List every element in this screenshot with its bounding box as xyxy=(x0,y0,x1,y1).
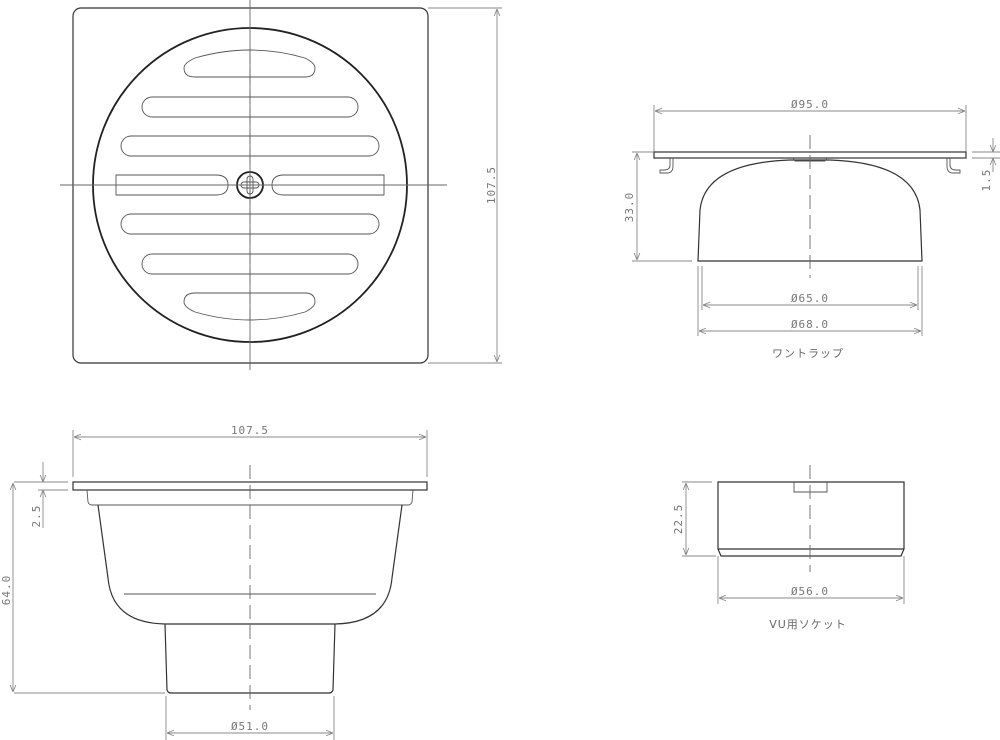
body-flange-dim: 2.5 xyxy=(30,505,43,528)
socket-dia-dim: Ø56.0 xyxy=(791,585,829,598)
socket-view: 22.5 Ø56.0 VU用ソケット xyxy=(672,465,905,631)
body-outlet-dia-dim: Ø51.0 xyxy=(231,720,269,733)
trap-outer-dia-dim: Ø68.0 xyxy=(791,318,829,331)
square-frame xyxy=(72,7,429,364)
trap-hook-left xyxy=(659,158,674,174)
socket-caption: VU用ソケット xyxy=(769,618,847,631)
top-height-dim: 107.5 xyxy=(485,166,498,204)
trap-view: Ø95.0 33.0 1.5 Ø65.0 Ø68.0 ワントラップ xyxy=(623,98,1000,360)
body-view: 107.5 2.5 64.0 Ø51.0 xyxy=(0,424,428,740)
body-bowl xyxy=(97,504,403,625)
socket-notch xyxy=(793,482,828,493)
body-width-dim: 107.5 xyxy=(231,424,269,437)
trap-bell xyxy=(697,159,923,262)
body-height-dim: 64.0 xyxy=(0,575,13,606)
trap-hook-right xyxy=(946,158,961,174)
trap-top-dia-dim: Ø95.0 xyxy=(791,98,829,111)
trap-height-dim: 33.0 xyxy=(623,192,636,223)
trap-caption: ワントラップ xyxy=(772,347,844,360)
trap-inner-dia-dim: Ø65.0 xyxy=(791,292,829,305)
socket-body xyxy=(717,481,905,557)
socket-height-dim: 22.5 xyxy=(672,504,685,535)
trap-flange-dim: 1.5 xyxy=(980,169,993,192)
top-view: 107.5 xyxy=(60,0,502,370)
